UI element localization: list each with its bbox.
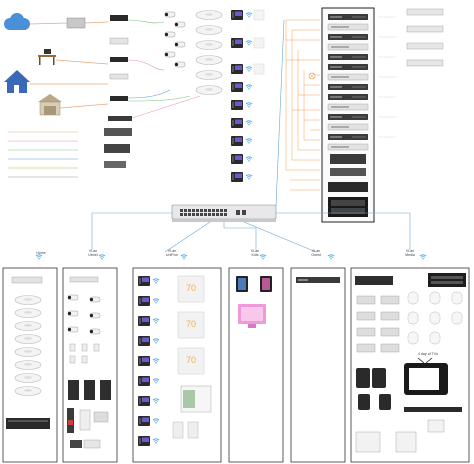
patch-point-icon xyxy=(308,72,316,80)
panel-kids xyxy=(228,267,284,463)
office-desk-icon xyxy=(38,49,56,65)
legend-lines xyxy=(8,131,78,178)
panel-home xyxy=(2,267,58,463)
vlan-label-home: Home xyxy=(36,251,46,255)
panel-unifive xyxy=(132,267,222,463)
garage-icon xyxy=(38,94,62,116)
server-rack xyxy=(321,7,375,223)
house-icon xyxy=(4,70,30,93)
tv-label: 4 day of TVs xyxy=(417,352,439,356)
rack-cabling xyxy=(285,19,320,191)
pdu-strips xyxy=(406,8,444,67)
panel-guest xyxy=(290,267,346,463)
modem-icon xyxy=(66,17,86,29)
ap-column xyxy=(195,10,223,95)
wifi-column xyxy=(245,12,253,180)
thermostat-1: 70 xyxy=(185,283,196,293)
panel-media xyxy=(350,267,470,463)
internet-cloud-icon xyxy=(4,13,30,30)
camera-column xyxy=(164,11,186,68)
switch-links xyxy=(91,19,411,253)
thermostat-2: 70 xyxy=(185,319,196,329)
phone-column xyxy=(231,10,243,182)
tv-icon xyxy=(404,357,448,395)
rack-labels xyxy=(378,16,396,138)
core-switch xyxy=(171,204,277,222)
thermostat-3: 70 xyxy=(185,355,196,365)
wan-section xyxy=(4,9,265,182)
gateway-column xyxy=(104,15,132,168)
panel-ubnet xyxy=(62,267,118,463)
